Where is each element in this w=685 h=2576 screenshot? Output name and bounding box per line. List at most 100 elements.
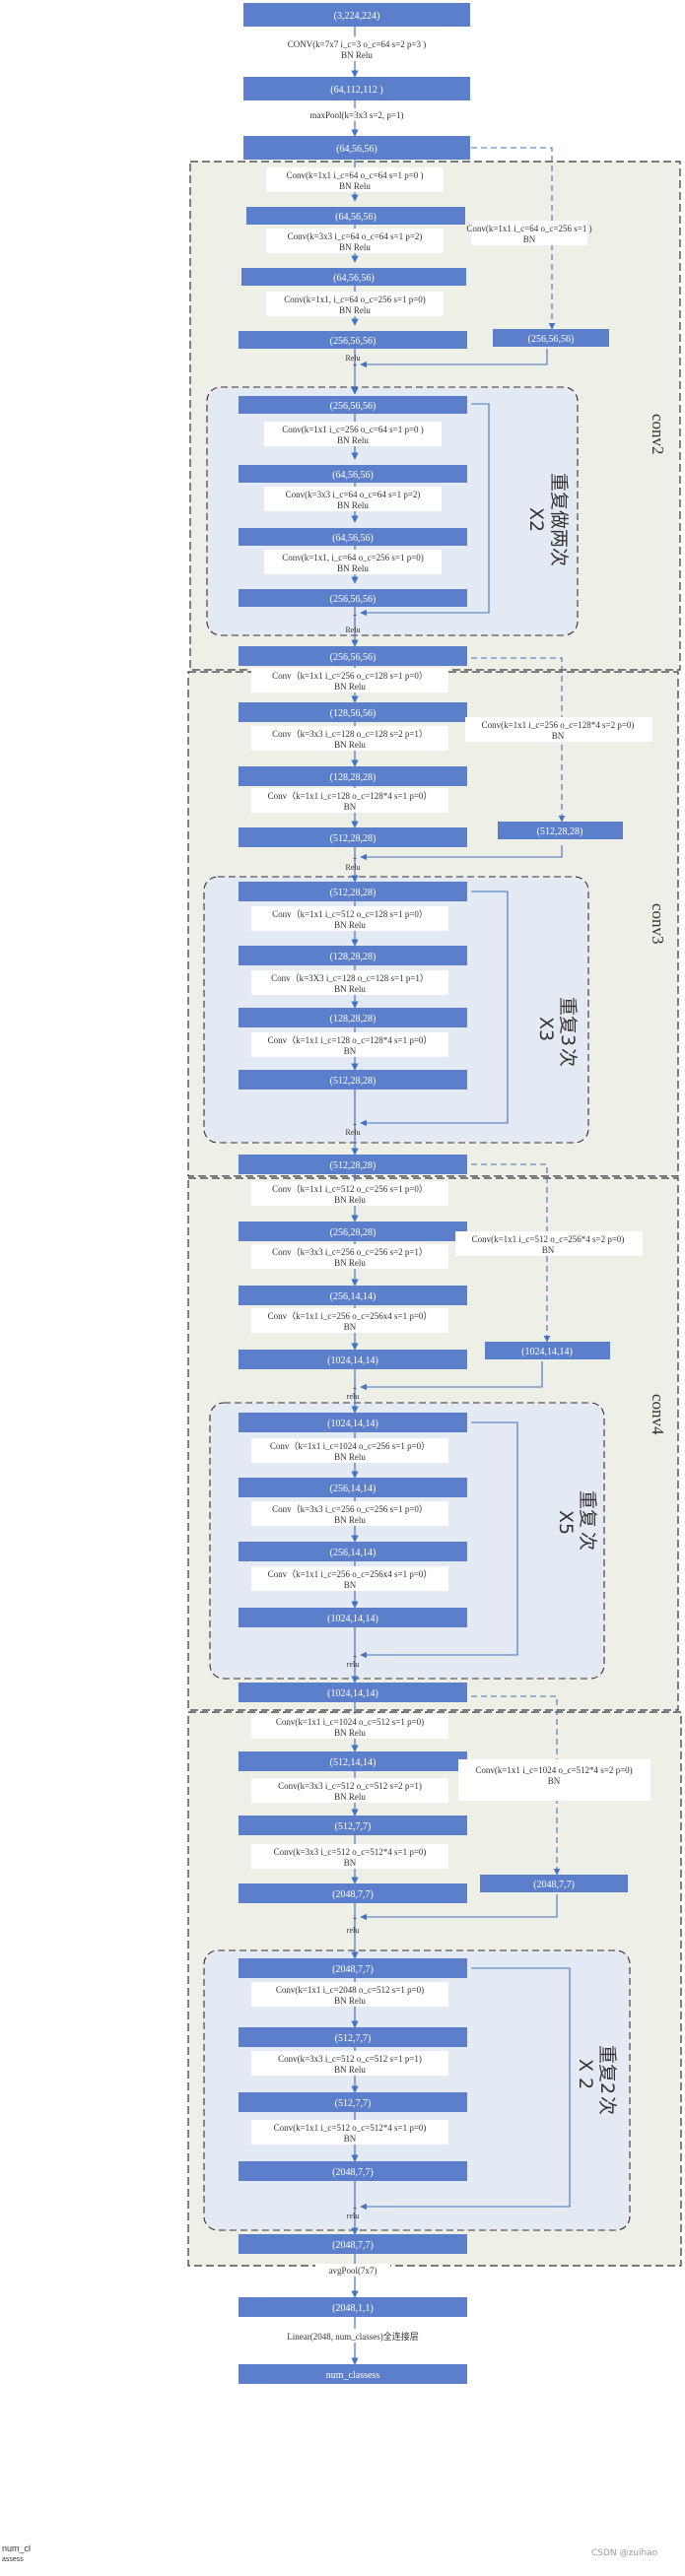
conv2-rin-bar <box>239 396 467 414</box>
conv3-sc-b: BN <box>552 731 565 741</box>
conv2-l1a: Conv(k=1x1 i_c=64 o_c=64 s=1 p=0 ) <box>286 170 423 180</box>
conv4-r1a: Conv（k=1x1 i_c=1024 o_c=256 s=1 p=0） <box>270 1441 430 1451</box>
conv4-s3-bar <box>239 1350 467 1369</box>
conv3-r1a: Conv（k=1x1 i_c=512 o_c=128 s=1 p=0） <box>272 909 428 919</box>
stem-out1-text: (64,112,112 ) <box>330 85 382 96</box>
conv4-r3a: Conv（k=1x1 i_c=256 o_c=256x4 s=1 p=0） <box>268 1569 433 1579</box>
conv3-relu: Relu <box>345 863 360 872</box>
conv2-l2a: Conv(k=3x3 i_c=64 o_c=64 s=1 p=2) <box>288 231 423 241</box>
conv4-s1-bar <box>239 1222 467 1241</box>
conv3-rs3-bar <box>239 1070 467 1090</box>
conv2-r1a: Conv(k=1x1 i_c=256 o_c=64 s=1 p=0 ) <box>282 425 424 434</box>
conv4-out-text: (1024,14,14) <box>327 1688 378 1699</box>
conv3-rs1-text: (128,28,28) <box>330 952 377 962</box>
conv5-l2b: BN Relu <box>334 1792 366 1802</box>
conv3-l2a: Conv（k=3x3 i_c=128 o_c=128 s=2 p=1） <box>272 729 428 739</box>
stem-out2-bar <box>243 136 470 160</box>
conv3-l1a: Conv（k=1x1 i_c=256 o_c=128 s=1 p=0） <box>272 671 428 681</box>
conv5-rs1-bar <box>239 2027 467 2047</box>
conv5-out-text: (2048,7,7) <box>332 2240 374 2251</box>
conv2-add-mark: + <box>353 361 358 369</box>
conv4-l3b: BN <box>344 1322 357 1332</box>
conv3-add-mark: + <box>353 854 358 863</box>
conv2-r2a: Conv(k=3x3 i_c=64 o_c=64 s=1 p=2) <box>286 490 421 499</box>
conv2-s3-bar <box>239 331 467 349</box>
conv2-l2b: BN Relu <box>339 242 371 252</box>
conv3-repeat-label: 重复3 <box>557 997 579 1046</box>
conv3-sc-out-bar <box>498 822 623 839</box>
conv5-r2a: Conv(k=3x3 i_c=512 o_c=512 s=1 p=1) <box>278 2054 422 2064</box>
head-out-bar <box>239 2364 467 2384</box>
conv3-rin-bar <box>239 882 467 901</box>
conv5-repeat-label: 重复2 <box>596 2045 618 2094</box>
head-out-text: num_classess <box>326 2370 380 2381</box>
conv4-l2a: Conv（k=3x3 i_c=256 o_c=256 s=2 p=1） <box>272 1247 428 1257</box>
conv3-l2b: BN Relu <box>334 740 366 750</box>
conv3-repeat-suffix: 次 <box>557 1048 579 1067</box>
conv3-out-bar <box>239 1155 467 1174</box>
conv5-l3a: Conv(k=3x3 i_c=512 o_c=512*4 s=1 p=0) <box>274 1847 427 1857</box>
conv4-relu: relu <box>347 1392 359 1401</box>
conv3-sc-a: Conv(k=1x1 i_c=256 o_c=128*4 s=2 p=0) <box>482 720 635 730</box>
conv4-l3a: Conv（k=1x1 i_c=256 o_c=256x4 s=1 p=0） <box>268 1311 433 1321</box>
conv5-sc-b: BN <box>548 1776 561 1786</box>
conv5-repeat-count: X 2 <box>575 2059 596 2089</box>
conv2-rs2-bar <box>239 528 467 546</box>
conv4-rs3-bar <box>239 1608 467 1627</box>
conv2-rs3-text: (256,56,56) <box>330 594 377 605</box>
conv2-out-bar <box>239 646 467 666</box>
conv4-repeat-suffix: 次 <box>577 1532 598 1551</box>
conv2-rs1-bar <box>239 465 467 483</box>
conv3-s1-text: (128,56,56) <box>330 708 377 719</box>
corner-label-line2: assess <box>2 2556 24 2563</box>
conv3-repeat-add-mark: + <box>353 1120 358 1129</box>
shortcut-lines <box>471 147 566 1876</box>
conv2-r1b: BN Relu <box>337 435 369 445</box>
conv5-sc-a: Conv(k=1x1 i_c=1024 o_c=512*4 s=2 p=0) <box>475 1765 632 1775</box>
conv2-sc-a: Conv(k=1x1 i_c=64 o_c=256 s=1 ) <box>466 224 591 233</box>
stem-input-text: (3,224,224) <box>334 11 380 22</box>
conv3-r3b: BN <box>344 1046 357 1056</box>
head-pool-out-text: (2048,1,1) <box>332 2303 374 2314</box>
conv4-repeat-label: 重复 <box>577 1490 598 1528</box>
repeat-identity-lines <box>360 403 571 2211</box>
stem-conv-label: CONV(k=7x7 i_c=3 o_c=64 s=2 p=3 ) <box>288 39 427 49</box>
shortcut-join-lines <box>360 349 563 1921</box>
conv5-s2-bar <box>239 1816 467 1835</box>
conv3-relu-out: Relu <box>345 1128 360 1137</box>
conv3-rin-text: (512,28,28) <box>330 888 377 898</box>
head-pool-label: avgPool(7x7) <box>329 2266 377 2276</box>
head-linear-label: Linear(2048, num_classes)全连接层 <box>287 2331 418 2342</box>
conv2-l1b: BN Relu <box>339 181 371 191</box>
conv3-s3-text: (512,28,28) <box>330 833 377 844</box>
conv2-s1-text: (64,56,56) <box>335 212 377 223</box>
conv4-out-bar <box>239 1683 467 1702</box>
conv2-relu-out: Relu <box>345 626 360 634</box>
conv2-sc-b: BN <box>523 234 536 244</box>
conv5-sc-out-text: (2048,7,7) <box>533 1880 575 1890</box>
conv5-rin-bar <box>239 1958 467 1978</box>
stem-pool-label: maxPool(k=3x3 s=2, p=1) <box>310 110 404 120</box>
conv2-rs1-text: (64,56,56) <box>332 470 374 481</box>
conv4-r2b: BN Relu <box>334 1515 366 1525</box>
head-pool-out-bar <box>239 2297 467 2317</box>
conv2-r3b: BN Relu <box>337 563 369 573</box>
conv5-r2b: BN Relu <box>334 2065 366 2075</box>
conv3-out-text: (512,28,28) <box>330 1160 377 1171</box>
conv4-stage-label: conv4 <box>649 1394 667 1435</box>
conv2-l3a: Conv(k=1x1, i_c=64 o_c=256 s=1 p=0) <box>284 295 426 304</box>
conv4-rs2-bar <box>239 1542 467 1561</box>
label-backgrounds <box>251 36 652 2343</box>
conv4-rin-text: (1024,14,14) <box>327 1419 378 1429</box>
conv2-s2-bar <box>241 268 466 286</box>
conv5-s2-text: (512,7,7) <box>335 1821 372 1832</box>
conv3-s3-bar <box>239 827 467 847</box>
conv3-rs2-bar <box>239 1008 467 1027</box>
conv2-l3b: BN Relu <box>339 305 371 315</box>
conv4-r2a: Conv（k=3x3 i_c=256 o_c=256 s=1 p=0） <box>272 1504 428 1514</box>
conv3-l3b: BN <box>344 802 357 812</box>
conv5-r1a: Conv(k=1x1 i_c=2048 o_c=512 s=1 p=0) <box>276 1985 424 1995</box>
conv2-repeat-label: 重复做两次 <box>548 473 570 566</box>
conv2-repeat-add-mark: + <box>353 611 358 620</box>
conv3-s2-bar <box>239 766 467 786</box>
